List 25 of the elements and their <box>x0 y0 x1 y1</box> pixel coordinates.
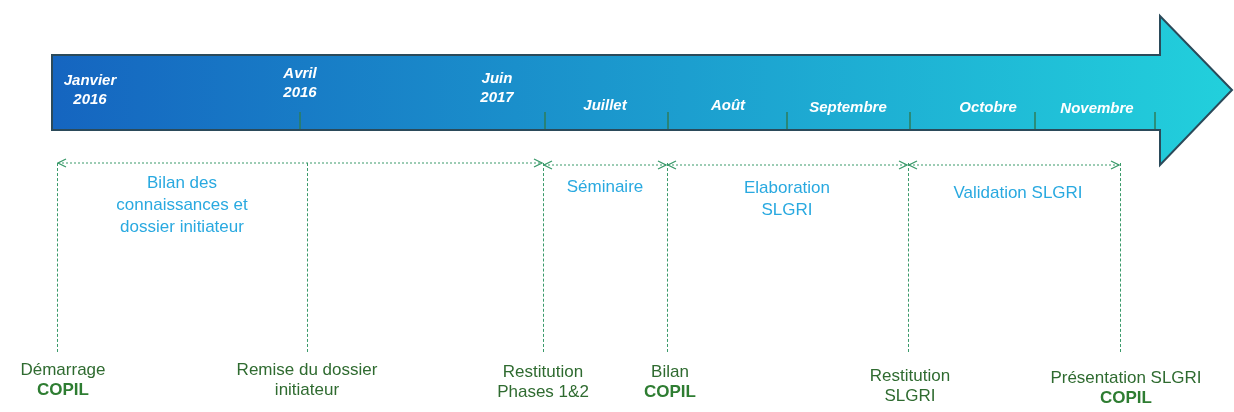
phase-label: Séminaire <box>565 176 645 198</box>
double-arrow <box>57 158 543 168</box>
month-label: Juillet <box>582 95 629 114</box>
phase-label: Validation SLGRI <box>952 182 1084 204</box>
milestone-text: Démarrage <box>19 360 107 380</box>
month-label: Août <box>709 95 747 114</box>
month-label: Septembre <box>808 97 888 116</box>
milestone-text: Bilan <box>650 362 690 382</box>
meeting-text: COPIL <box>643 382 697 402</box>
milestone-text: Restitution Phases 1&2 <box>496 362 590 402</box>
month-label: Janvier 2016 <box>62 70 118 108</box>
phase-label: Bilan des connaissances et dossier initiateur <box>115 172 249 238</box>
double-arrow <box>667 160 908 170</box>
milestone-text: Remise du dossier initiateur <box>235 360 379 400</box>
meeting-text: COPIL <box>36 380 90 400</box>
month-label: Novembre <box>1059 98 1135 117</box>
double-arrow <box>543 160 667 170</box>
month-label: Octobre <box>958 97 1018 116</box>
double-arrow <box>908 160 1120 170</box>
milestone-text: Présentation SLGRI <box>1049 368 1203 388</box>
milestone-text: Restitution SLGRI <box>868 366 952 406</box>
meeting-text: COPIL <box>1099 388 1153 408</box>
month-label: Avril 2016 <box>282 63 318 101</box>
month-label: Juin 2017 <box>479 68 515 106</box>
phase-label: Elaboration SLGRI <box>743 177 831 221</box>
